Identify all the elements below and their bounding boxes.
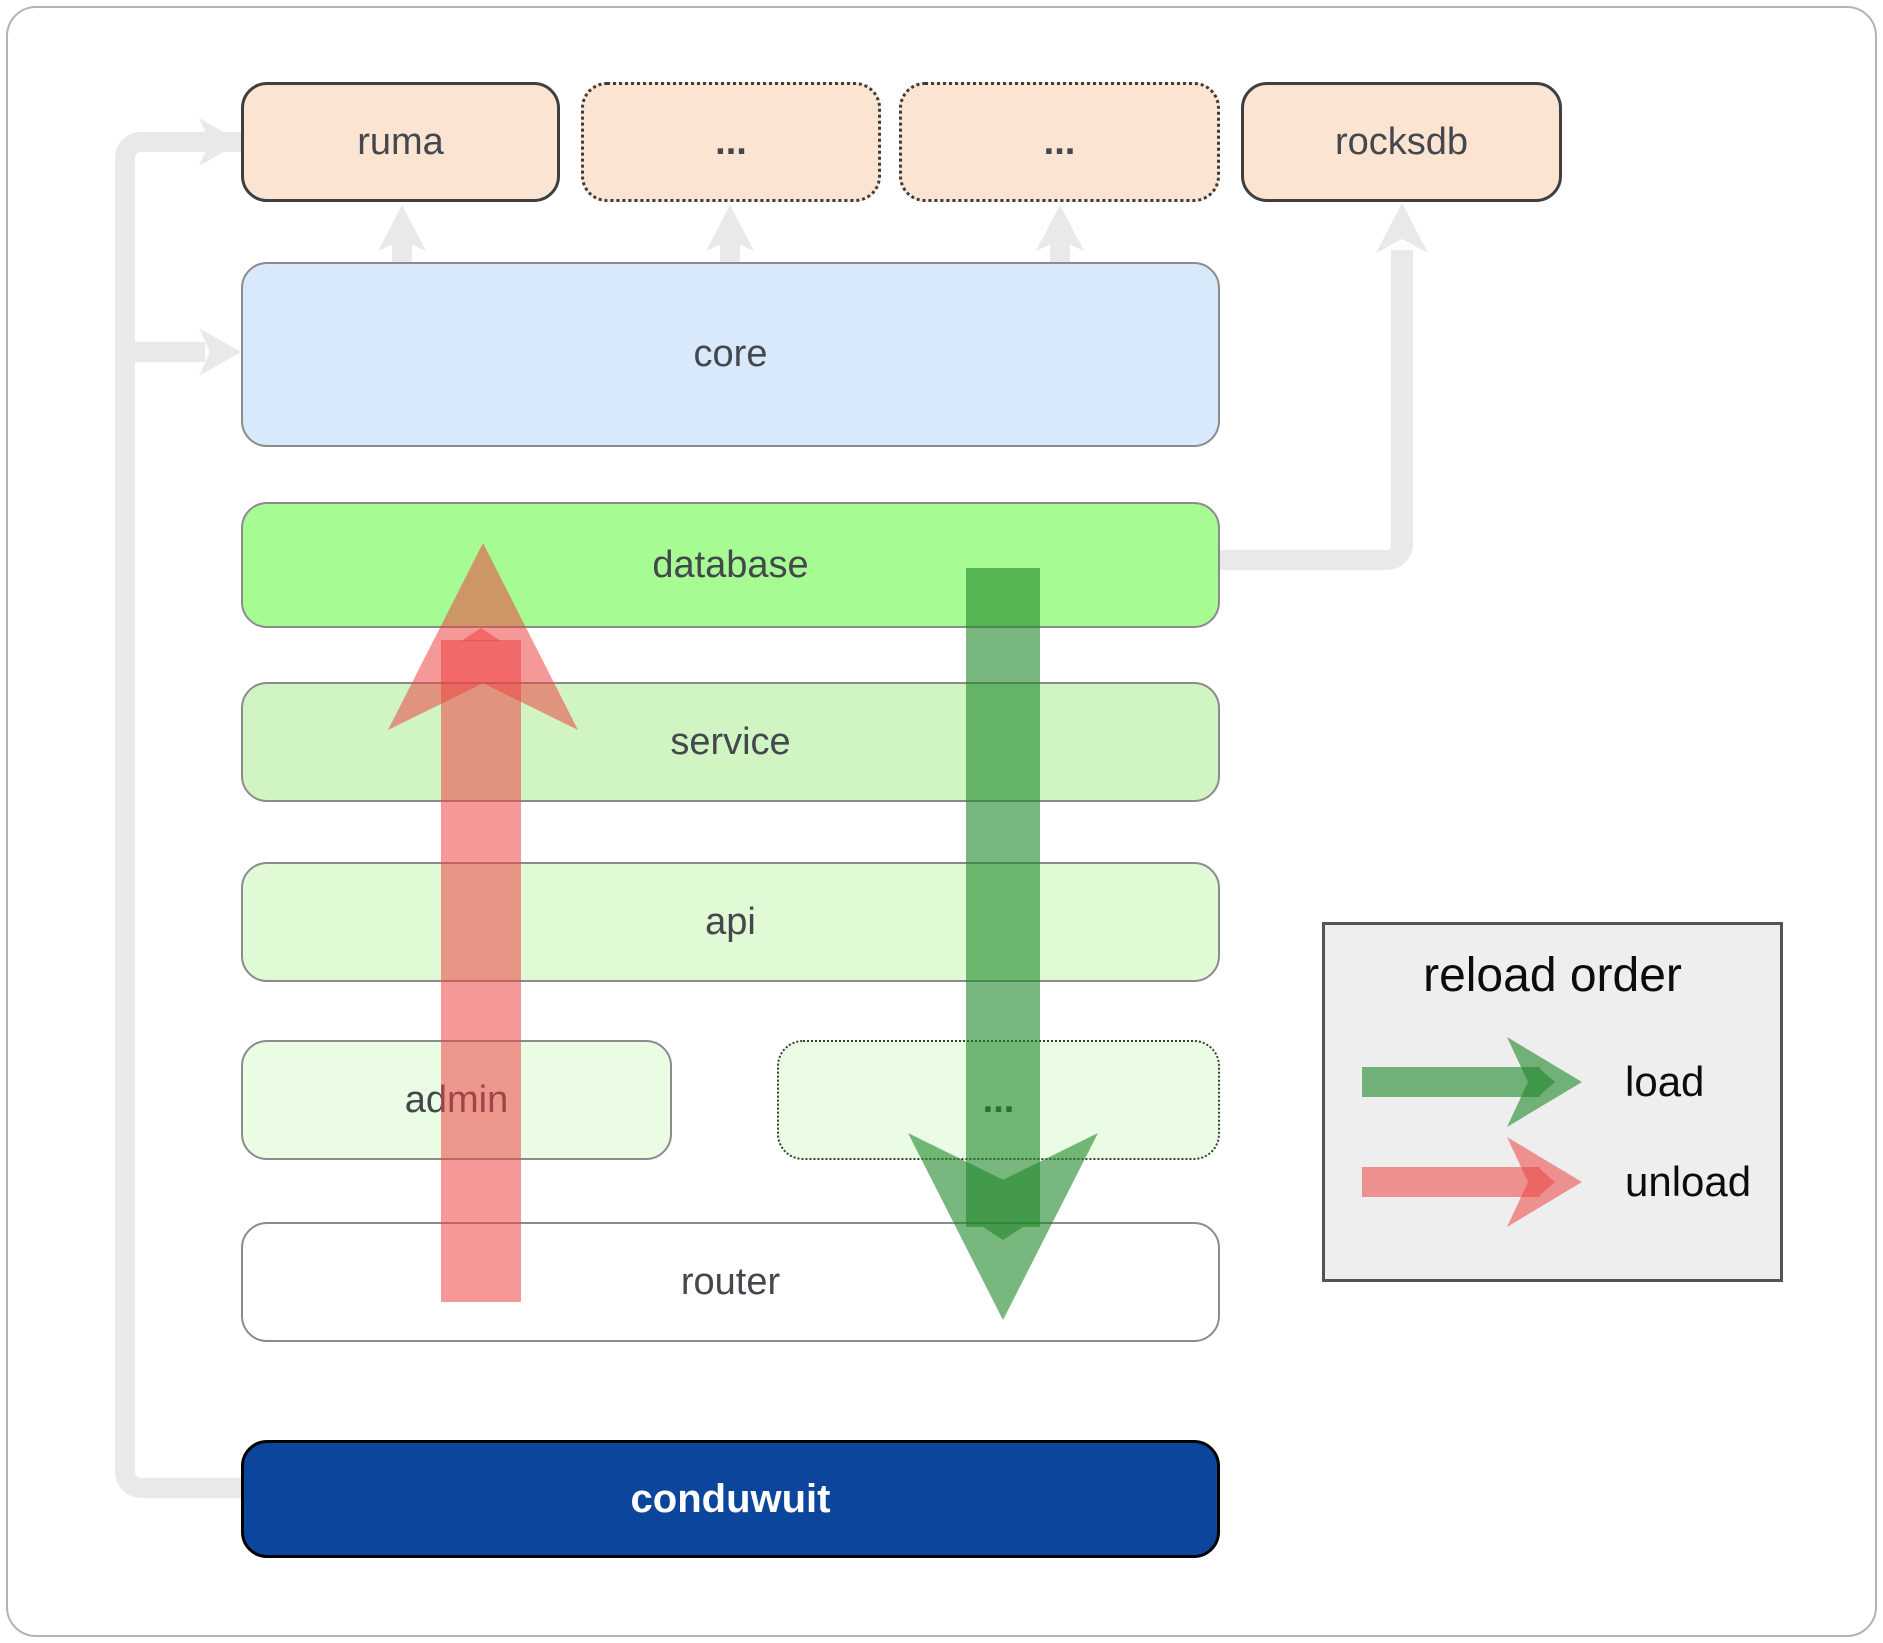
arrow-shaft [1050,239,1070,264]
legend-unload-arrow-icon [1362,1137,1582,1227]
node-core: core [241,262,1220,447]
node-label: ... [1043,120,1076,163]
load-arrow-shaft [966,568,1040,1227]
conduwuit-to-ruma-connector [115,132,241,1498]
node-label: conduwuit [630,1476,831,1521]
legend-label-load: load [1625,1058,1705,1105]
node-ellipsis-1: ... [581,82,881,202]
outer-border [6,6,1877,1637]
node-label: ... [715,120,747,163]
conduwuit-to-core-connector [130,342,205,362]
database-to-rocksdb-connector [1220,250,1413,570]
legend-load-shaft [1362,1067,1540,1097]
node-label: service [670,720,791,763]
arrow-shaft [720,239,740,264]
core-to-ellipsis2-arrow-icon [1036,205,1084,264]
node-api: api [241,862,1220,982]
node-label: router [680,1260,781,1303]
node-label: rocksdb [1334,120,1469,163]
legend-unload-shaft [1362,1167,1540,1197]
node-ellipsis-2: ... [899,82,1220,202]
legend-box [1322,922,1783,1282]
node-label: api [705,900,756,943]
arrow-shaft [392,239,412,264]
load-arrow-icon [908,568,1098,1320]
node-label: database [652,543,809,586]
node-router: router [241,1222,1220,1342]
core-to-ruma-arrow-icon [378,205,426,264]
node-rocksdb: rocksdb [1241,82,1562,202]
unload-arrow-icon [388,543,578,1302]
node-ruma: ruma [241,82,560,202]
unload-arrow-shaft [441,640,521,1302]
legend-label-unload: unload [1625,1158,1752,1205]
legend-load-arrow-icon [1362,1037,1582,1127]
legend-title: reload order [1423,949,1682,1002]
node-label: core [693,333,768,375]
node-database: database [241,502,1220,628]
node-conduwuit: conduwuit [241,1440,1220,1558]
node-label: ruma [357,120,444,163]
core-to-ellipsis1-arrow-icon [706,205,754,264]
